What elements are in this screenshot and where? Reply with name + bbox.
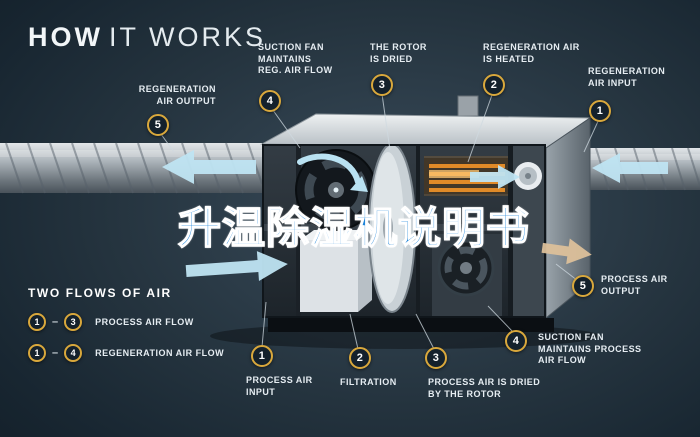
range-dash: – (52, 347, 59, 359)
number-badge: 5 (572, 274, 594, 297)
legend-row-regeneration-air: 1 – 4 REGENERATION AIR FLOW (28, 344, 224, 362)
rotor (368, 146, 416, 313)
number-badge: 1 (251, 345, 273, 367)
filter-box (300, 230, 372, 312)
number-badge: 1 (28, 313, 46, 331)
number-badge: 4 (259, 90, 281, 113)
airflow-arrow-reg-input (592, 153, 668, 183)
number-badge: 1 (28, 344, 46, 362)
machine-interior (264, 146, 544, 316)
callout-label: REGENERATION AIR IS HEATED (483, 42, 580, 64)
callout-regeneration-air-output: REGENERATION AIR OUTPUT 5 (80, 84, 216, 137)
callout-rotor-is-dried: THE ROTOR IS DRIED 3 (370, 42, 427, 97)
callout-regeneration-air-heated: REGENERATION AIR IS HEATED 2 (483, 42, 580, 97)
callout-label: PROCESS AIR OUTPUT (601, 274, 668, 296)
callout-label: FILTRATION (340, 377, 397, 387)
legend-title: TWO FLOWS OF AIR (28, 286, 172, 300)
number-badge: 1 (589, 100, 611, 123)
number-badge: 3 (371, 74, 393, 97)
airflow-arrow-inner (470, 165, 520, 189)
number-badge: 4 (505, 330, 527, 352)
number-badge: 5 (147, 114, 169, 137)
legend-label: PROCESS AIR FLOW (95, 317, 194, 327)
connector-lines (157, 93, 601, 350)
callout-suction-fan-process: 4 SUCTION FAN MAINTAINS PROCESS AIR FLOW (505, 330, 642, 367)
callout-label: PROCESS AIR INPUT (246, 375, 313, 397)
callout-label: SUCTION FAN MAINTAINS REG. AIR FLOW (258, 42, 333, 76)
callout-label: THE ROTOR IS DRIED (370, 42, 427, 64)
callout-process-air-output: 5 PROCESS AIR OUTPUT (572, 274, 668, 297)
callout-process-air-input: 1 PROCESS AIR INPUT (246, 345, 313, 398)
number-badge: 4 (64, 344, 83, 362)
airflow-swirl (297, 153, 361, 185)
callout-label: REGENERATION AIR INPUT (588, 66, 666, 88)
number-badge: 3 (64, 313, 83, 331)
airflow-arrow-reg-output (162, 150, 256, 184)
legend-label: REGENERATION AIR FLOW (95, 348, 225, 358)
callout-process-air-dried: 3 PROCESS AIR IS DRIED BY THE ROTOR (425, 347, 540, 400)
number-badge: 2 (483, 74, 505, 97)
title-word-light: IT WORKS (108, 22, 266, 52)
callout-label: REGENERATION AIR OUTPUT (138, 84, 216, 106)
duct-opening (514, 162, 542, 190)
number-badge: 2 (349, 347, 371, 369)
callout-suction-fan-reg: SUCTION FAN MAINTAINS REG. AIR FLOW 4 (258, 42, 333, 113)
watermark-text: 升温除湿机说明书 (177, 204, 530, 254)
legend-row-process-air: 1 – 3 PROCESS AIR FLOW (28, 313, 224, 331)
callout-regeneration-air-input: REGENERATION AIR INPUT 1 (588, 66, 666, 123)
callout-label: PROCESS AIR IS DRIED BY THE ROTOR (428, 377, 541, 399)
process-suction-fan (437, 239, 495, 297)
callout-label: SUCTION FAN MAINTAINS PROCESS AIR FLOW (538, 332, 642, 366)
airflow-arrow-process-input (185, 251, 288, 282)
number-badge: 3 (425, 347, 447, 369)
airflow-arrow-process-output (541, 238, 592, 265)
airflow-swirl-arrowhead (350, 176, 368, 192)
callout-filtration: 2 FILTRATION (340, 347, 397, 389)
title-word-bold: HOW (28, 22, 103, 52)
range-dash: – (52, 316, 59, 328)
legend: TWO FLOWS OF AIR 1 – 3 PROCESS AIR FLOW … (28, 286, 224, 362)
